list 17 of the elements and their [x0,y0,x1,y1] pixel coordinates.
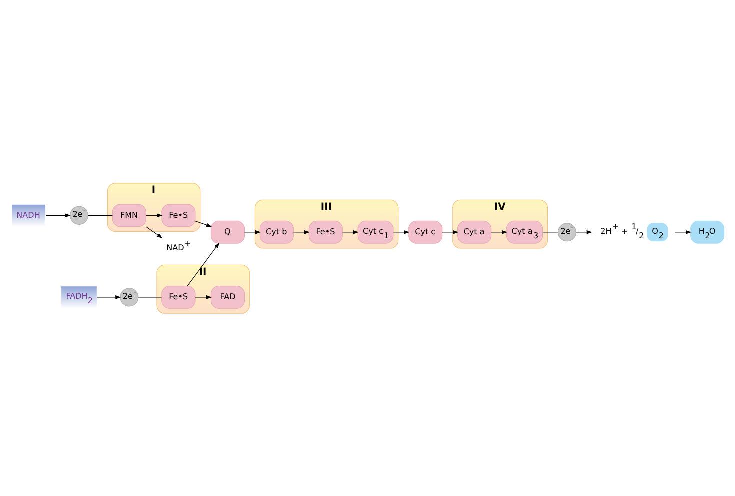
arrow [186,242,220,286]
arrow [45,213,70,218]
arrow [442,230,458,234]
arrow [490,230,508,234]
arrow [576,230,592,234]
connector [88,214,112,216]
arrow [96,295,121,299]
arrow [194,295,212,299]
arrow [674,230,692,234]
arrow [292,230,310,234]
arrow [146,213,162,218]
arrow [146,226,162,238]
connector [138,296,162,298]
arrow [194,220,212,227]
arrow [392,230,410,234]
arrow [244,230,261,234]
arrow [342,230,358,234]
